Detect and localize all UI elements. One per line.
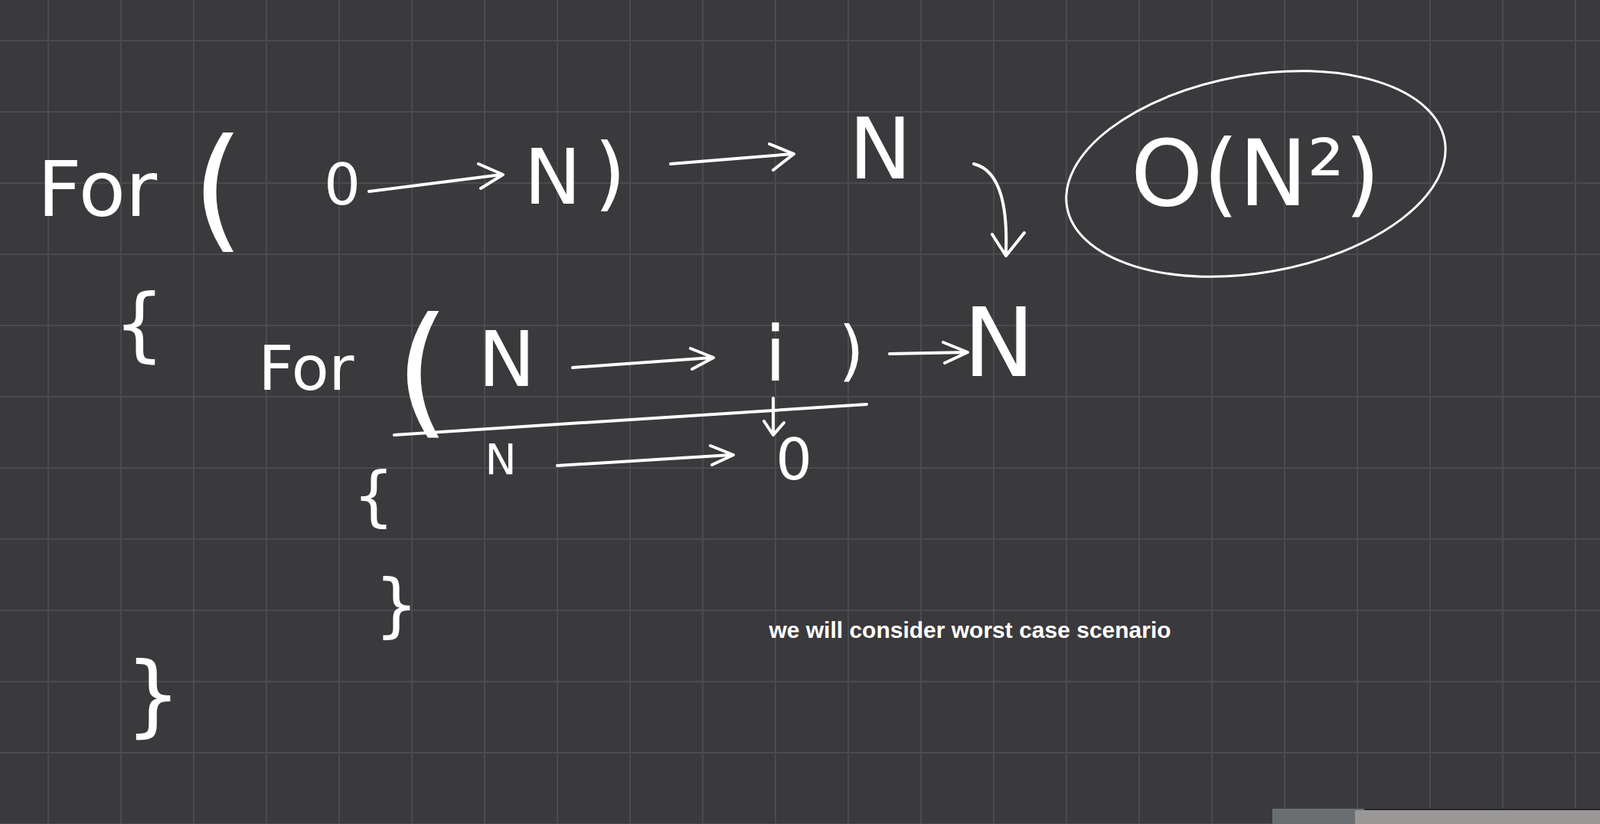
arrow-stroke [889, 342, 968, 363]
keyword-text: For [37, 151, 157, 229]
arrow-stroke [670, 143, 794, 170]
video-thumbnail [1272, 808, 1600, 824]
arrow-stroke [572, 348, 714, 369]
arrow-stroke [368, 163, 503, 192]
paren-text: ) [594, 133, 627, 214]
ellipse-stroke [1049, 42, 1462, 304]
brace-text: { [114, 284, 166, 365]
variable-text: N [963, 294, 1036, 391]
video-thumbnail [1272, 808, 1365, 824]
number-text: 0 [323, 156, 361, 214]
curved-arrow [973, 163, 1025, 256]
paren-text: ( [192, 120, 245, 255]
complexity-text: O(N²) [1130, 127, 1381, 220]
arrow-stroke [764, 398, 784, 435]
brace-text: { [352, 463, 395, 529]
arrow-stroke [557, 445, 734, 466]
variable-text: N [478, 321, 536, 399]
paren-text: ) [838, 317, 864, 383]
paren-text: ( [395, 299, 451, 441]
variable-text: N [848, 107, 912, 192]
brace-text: } [124, 650, 181, 739]
number-text: 0 [775, 431, 813, 489]
subtitle-caption: we will consider worst case scenario [768, 617, 1171, 644]
variable-text: i [764, 316, 787, 393]
variable-text: N [524, 139, 582, 216]
brace-text: } [374, 570, 418, 640]
circled-result: O(N²) [1061, 71, 1451, 276]
keyword-text: For [258, 338, 355, 400]
variable-text: N [484, 438, 516, 481]
video-thumbnail [1355, 809, 1600, 824]
